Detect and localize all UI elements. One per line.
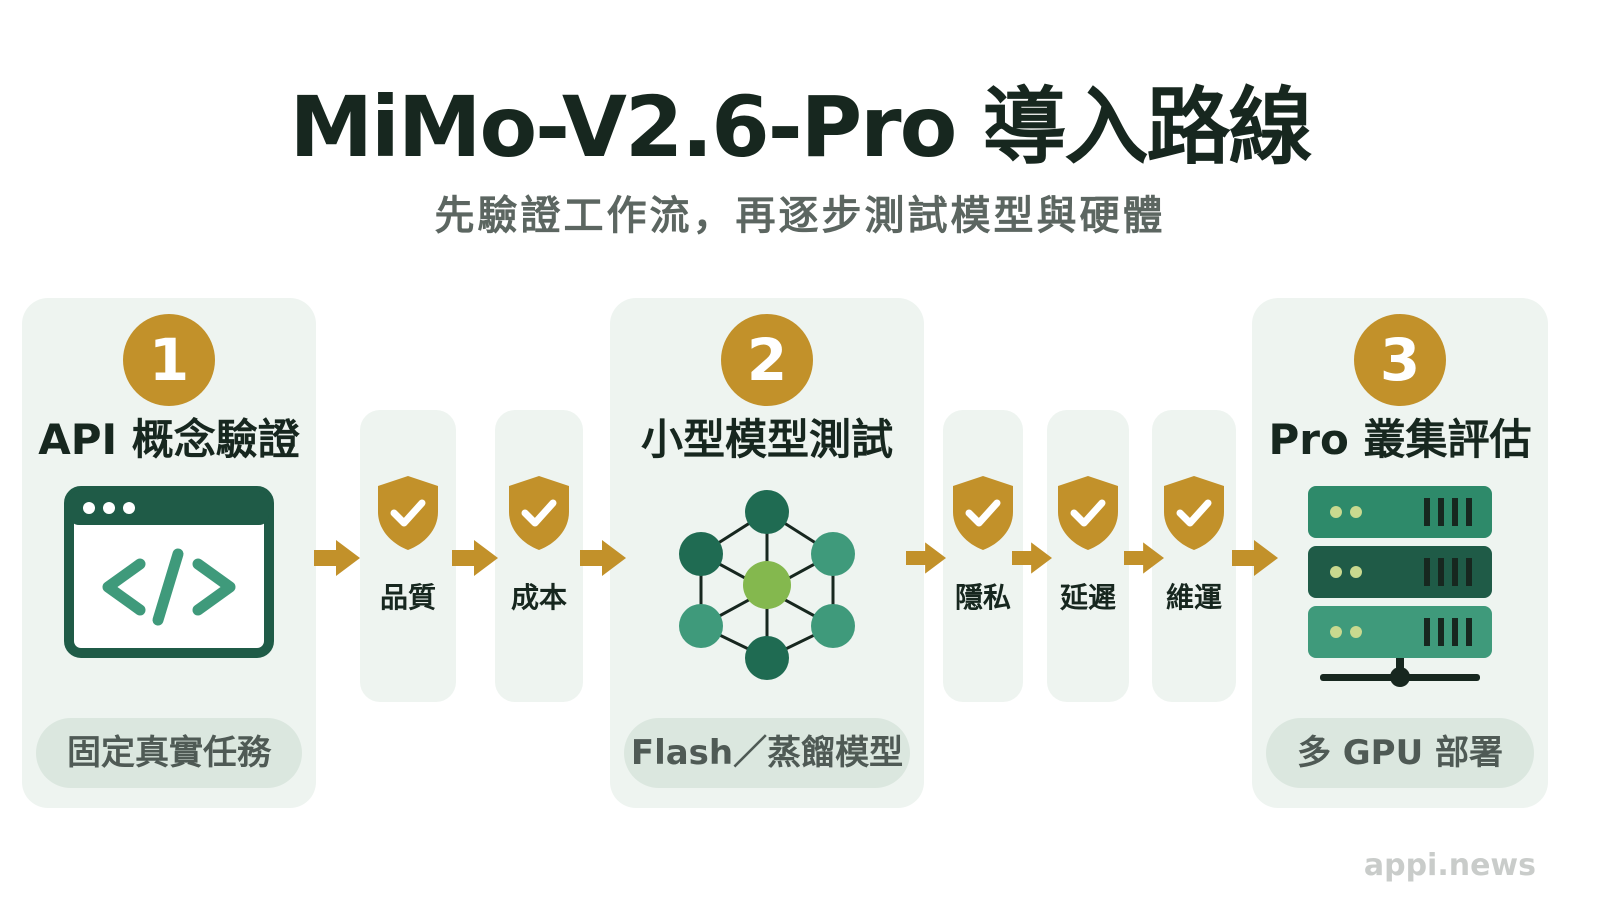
arrow-right-icon: [1124, 542, 1164, 574]
check-card-quality: 品質: [360, 410, 456, 702]
stage-card-api-poc: 1 API 概念驗證 固定真實任務: [22, 298, 316, 808]
watermark: appi.news: [1363, 848, 1536, 883]
page-title: MiMo-V2.6-Pro 導入路線: [289, 78, 1312, 176]
check-card-privacy: 隱私: [943, 410, 1023, 702]
check-card-cost: 成本: [495, 410, 583, 702]
arrow-right-icon: [580, 540, 626, 576]
network-graph-icon: [679, 490, 855, 680]
stage-number-badge: 3: [1354, 314, 1446, 406]
stage-title: API 概念驗證: [38, 415, 300, 464]
arrow-right-icon: [314, 540, 360, 576]
stage-card-small-model-test: 2 小型模型測試 Flash／蒸餾模型: [610, 298, 924, 808]
arrow-right-icon: [1012, 542, 1052, 574]
stage-number-badge: 1: [123, 314, 215, 406]
stage-card-pro-cluster: 3 Pro 叢集評估 多 GPU 部署: [1252, 298, 1548, 808]
stage-caption-pill: 多 GPU 部署: [1266, 718, 1534, 788]
check-label: 隱私: [954, 581, 1011, 614]
arrow-right-icon: [906, 542, 946, 574]
shield-check-icon: [509, 476, 569, 550]
shield-check-icon: [1164, 476, 1224, 550]
stage-title: Pro 叢集評估: [1268, 415, 1532, 464]
check-label: 延遲: [1059, 581, 1116, 614]
server-rack-icon: [1308, 486, 1492, 687]
shield-check-icon: [953, 476, 1013, 550]
stage-caption-pill: Flash／蒸餾模型: [624, 718, 910, 788]
arrow-right-icon: [1232, 540, 1278, 576]
stage-number-badge: 2: [721, 314, 813, 406]
shield-check-icon: [1058, 476, 1118, 550]
code-window-icon: [64, 486, 274, 658]
arrow-right-icon: [452, 540, 498, 576]
check-label: 維運: [1165, 581, 1222, 614]
check-label: 成本: [510, 581, 567, 614]
stage-title: 小型模型測試: [640, 415, 893, 464]
shield-check-icon: [378, 476, 438, 550]
check-card-latency: 延遲: [1047, 410, 1129, 702]
page-subtitle: 先驗證工作流，再逐步測試模型與硬體: [434, 193, 1166, 239]
stage-caption-pill: 固定真實任務: [36, 718, 302, 788]
check-card-operations: 維運: [1152, 410, 1236, 702]
check-label: 品質: [379, 581, 436, 614]
